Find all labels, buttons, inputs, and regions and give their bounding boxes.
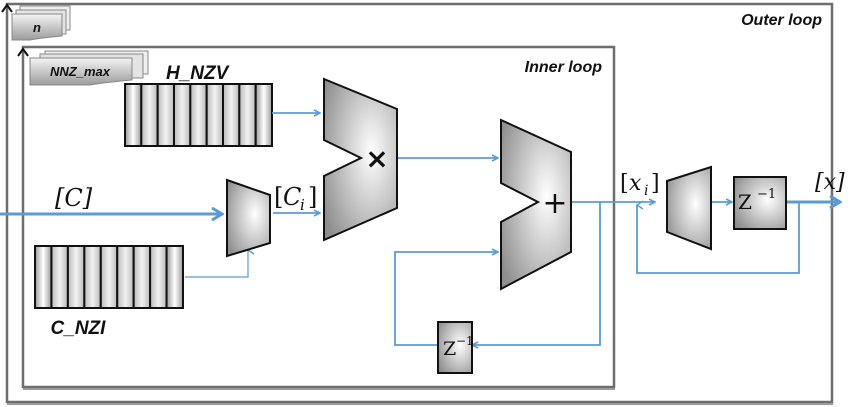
- multiply-icon: ×: [365, 142, 388, 175]
- register-cell: [116, 245, 135, 309]
- register-cell: [189, 83, 208, 147]
- register-cell: [149, 245, 168, 309]
- ci-label: [ C i ]: [274, 183, 317, 214]
- xi-base: x: [629, 171, 642, 196]
- xi-label: [ x i ]: [620, 171, 660, 199]
- outer-delay-block: Z −1: [733, 176, 787, 230]
- register-cell: [132, 245, 152, 309]
- inner-loop-frame: Inner loop: [17, 45, 616, 390]
- ci-base: C: [283, 183, 301, 211]
- h-nzv-label: H_NZV: [166, 63, 230, 84]
- ci-subscript: i: [300, 196, 305, 214]
- outer-loop-counter-label: n: [33, 20, 41, 35]
- outer-loop-label: Outer loop: [741, 12, 822, 29]
- c-nzi-label: C_NZI: [51, 318, 107, 339]
- wire-outer-feedback: [635, 200, 800, 274]
- add-icon: +: [542, 186, 567, 221]
- register-cell: [34, 245, 53, 309]
- register-cell: [50, 245, 69, 309]
- adder-block: +: [500, 118, 572, 291]
- register-cell: [66, 245, 86, 309]
- multiplier-block: ×: [323, 77, 398, 242]
- outer-loop-arrow-icon: [1, 3, 13, 13]
- xi-bracket-open: [: [620, 171, 629, 196]
- ci-bracket-close: ]: [308, 183, 317, 211]
- wires: [0, 113, 840, 345]
- register-cell: [165, 245, 185, 309]
- inner-loop-arrow-icon: [17, 47, 29, 57]
- register-cell: [99, 245, 119, 309]
- register-cell: [124, 83, 143, 147]
- c-input-label: [C]: [55, 184, 93, 212]
- inner-loop-counter-label: NNZ_max: [50, 64, 111, 79]
- outer-loop-frame: Outer loop: [1, 2, 834, 405]
- ci-bracket-open: [: [274, 183, 283, 211]
- register-cell: [140, 83, 159, 147]
- register-cell: [205, 83, 225, 147]
- wire-c-nzi-to-selector: [185, 245, 255, 278]
- inner-delay-block: Z −1: [437, 321, 474, 374]
- c-selector-block: [226, 178, 271, 258]
- x-selector-block: [666, 165, 712, 251]
- inner-loop-counter-tab: NNZ_max: [29, 50, 149, 86]
- outer-loop-counter-tab: n: [11, 5, 71, 41]
- wire-adder-feedback: [472, 202, 601, 345]
- inner-delay-base: Z: [443, 338, 456, 360]
- c-nzi-register: [34, 245, 185, 309]
- register-cell: [173, 83, 192, 147]
- h-nzv-register: [124, 83, 274, 147]
- inner-loop-label: Inner loop: [525, 59, 603, 76]
- register-cell: [83, 245, 102, 309]
- inner-delay-exp: −1: [456, 334, 474, 348]
- register-cell: [238, 83, 257, 147]
- register-cell: [222, 83, 241, 147]
- outer-delay-base: Z: [738, 190, 752, 214]
- xi-subscript: i: [644, 183, 648, 199]
- wire-delay-to-adder: [394, 252, 498, 346]
- xi-bracket-close: ]: [651, 171, 660, 196]
- register-cell: [156, 83, 176, 147]
- x-output-label: [x]: [815, 170, 845, 195]
- register-cell: [254, 83, 274, 147]
- outer-delay-exp: −1: [757, 187, 776, 202]
